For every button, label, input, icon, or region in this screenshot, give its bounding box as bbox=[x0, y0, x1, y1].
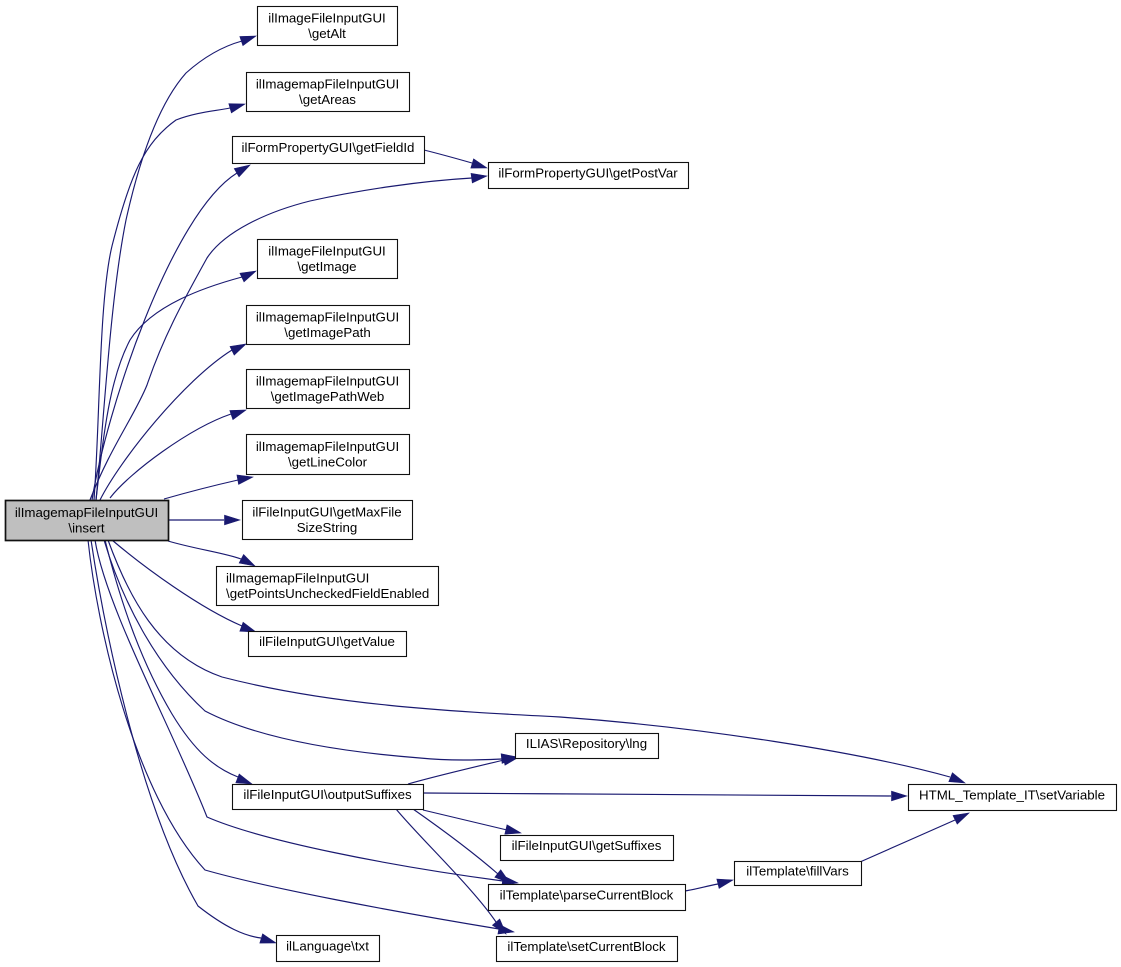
svg-text:ilTemplate\fillVars: ilTemplate\fillVars bbox=[746, 864, 849, 879]
svg-text:ilFormPropertyGUI\getPostVar: ilFormPropertyGUI\getPostVar bbox=[498, 166, 678, 181]
svg-text:\getImage: \getImage bbox=[297, 259, 356, 274]
svg-text:ilImageFileInputGUI: ilImageFileInputGUI bbox=[268, 11, 386, 26]
svg-text:ilFileInputGUI\getValue: ilFileInputGUI\getValue bbox=[259, 634, 395, 649]
svg-text:ilImagemapFileInputGUI: ilImagemapFileInputGUI bbox=[256, 77, 399, 92]
svg-text:ilFileInputGUI\getMaxFile: ilFileInputGUI\getMaxFile bbox=[252, 505, 401, 520]
svg-text:ilFileInputGUI\outputSuffixes: ilFileInputGUI\outputSuffixes bbox=[243, 787, 412, 802]
svg-text:\getImagePathWeb: \getImagePathWeb bbox=[271, 389, 385, 404]
svg-text:ilImageFileInputGUI: ilImageFileInputGUI bbox=[268, 244, 386, 259]
svg-text:\getAlt: \getAlt bbox=[308, 26, 346, 41]
svg-text:ILIAS\Repository\lng: ILIAS\Repository\lng bbox=[526, 736, 647, 751]
svg-text:ilImagemapFileInputGUI: ilImagemapFileInputGUI bbox=[256, 310, 399, 325]
svg-text:ilTemplate\setCurrentBlock: ilTemplate\setCurrentBlock bbox=[507, 939, 665, 954]
svg-text:ilFormPropertyGUI\getFieldId: ilFormPropertyGUI\getFieldId bbox=[242, 140, 415, 155]
svg-text:\getLineColor: \getLineColor bbox=[288, 455, 368, 470]
svg-text:\getPointsUncheckedFieldEnable: \getPointsUncheckedFieldEnabled bbox=[226, 586, 429, 601]
svg-text:ilFileInputGUI\getSuffixes: ilFileInputGUI\getSuffixes bbox=[512, 838, 662, 853]
svg-text:ilImagemapFileInputGUI: ilImagemapFileInputGUI bbox=[256, 374, 399, 389]
svg-text:\insert: \insert bbox=[68, 521, 105, 536]
svg-text:\getAreas: \getAreas bbox=[299, 92, 356, 107]
svg-text:ilTemplate\parseCurrentBlock: ilTemplate\parseCurrentBlock bbox=[500, 888, 674, 903]
svg-text:SizeString: SizeString bbox=[297, 520, 358, 535]
svg-text:ilImagemapFileInputGUI: ilImagemapFileInputGUI bbox=[256, 439, 399, 454]
svg-text:\getImagePath: \getImagePath bbox=[284, 325, 371, 340]
svg-text:ilLanguage\txt: ilLanguage\txt bbox=[286, 939, 369, 954]
svg-text:ilImagemapFileInputGUI: ilImagemapFileInputGUI bbox=[15, 505, 158, 520]
svg-text:HTML_Template_IT\setVariable: HTML_Template_IT\setVariable bbox=[919, 788, 1105, 803]
svg-text:ilImagemapFileInputGUI: ilImagemapFileInputGUI bbox=[226, 571, 369, 586]
